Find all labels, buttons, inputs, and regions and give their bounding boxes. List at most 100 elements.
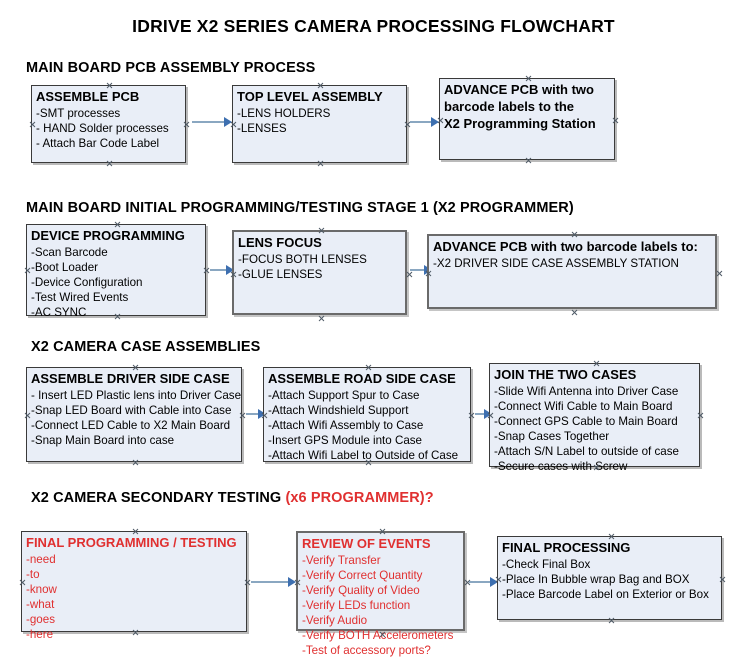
connection-handle-right[interactable] — [239, 412, 246, 419]
connection-handle-top[interactable] — [379, 528, 386, 535]
node-line: -Snap Cases Together — [494, 430, 610, 443]
node-join-the-two-cases[interactable]: JOIN THE TWO CASES -Slide Wifi Antenna i… — [487, 360, 700, 473]
node-assemble-pcb[interactable]: ASSEMBLE PCB -SMT processes - HAND Solde… — [31, 85, 186, 163]
node-line: -Scan Barcode — [31, 246, 108, 259]
connection-handle-right[interactable] — [697, 412, 704, 419]
connection-handle-top[interactable] — [132, 528, 139, 535]
connection-handle-left[interactable] — [487, 412, 494, 419]
connection-handle-top[interactable] — [317, 82, 324, 89]
node-advance-pcb-driver-side[interactable]: ADVANCE PCB with two barcode labels to: … — [427, 234, 717, 309]
node-line: -Place Barcode Label on Exterior or Box — [502, 588, 709, 601]
connection-handle-bottom[interactable] — [525, 157, 532, 164]
node-line: - Insert LED Plastic lens into Driver Ca… — [31, 389, 242, 402]
node-assemble-road-side-case[interactable]: ASSEMBLE ROAD SIDE CASE -Attach Support … — [263, 367, 471, 462]
section-header-main-board-pcb-assembly: MAIN BOARD PCB ASSEMBLY PROCESS — [26, 60, 315, 76]
connection-handle-top[interactable] — [608, 533, 615, 540]
connector-device-programming-to-lens-focus — [210, 269, 230, 271]
connection-handle-top[interactable] — [106, 82, 113, 89]
connection-handle-left[interactable] — [19, 579, 26, 586]
section-header-main-board-initial-programming: MAIN BOARD INITIAL PROGRAMMING/TESTING S… — [26, 200, 574, 216]
connection-handle-left[interactable] — [294, 579, 301, 586]
connection-handle-left[interactable] — [437, 117, 444, 124]
connection-handle-bottom[interactable] — [365, 459, 372, 466]
connection-handle-bottom[interactable] — [608, 617, 615, 624]
connection-handle-top[interactable] — [114, 221, 121, 228]
connection-handle-left[interactable] — [495, 576, 502, 583]
node-line: -Insert GPS Module into Case — [268, 434, 423, 447]
connection-handle-bottom[interactable] — [318, 315, 325, 322]
connection-handle-left[interactable] — [29, 121, 36, 128]
connection-handle-top[interactable] — [365, 364, 372, 371]
connection-handle-right[interactable] — [719, 576, 726, 583]
node-line: - Attach Bar Code Label — [36, 137, 160, 150]
node-line: -Verify Transfer — [302, 554, 381, 567]
node-line: -Attach Windshield Support — [268, 404, 409, 417]
node-line: barcode labels to the — [444, 99, 575, 114]
connection-handle-bottom[interactable] — [114, 313, 121, 320]
node-line: -goes — [26, 613, 56, 626]
node-title: ASSEMBLE ROAD SIDE CASE — [268, 371, 456, 386]
node-line: -Verify LEDs function — [302, 599, 411, 612]
node-line-overflow: -Test of accessory ports? — [302, 644, 431, 657]
connection-handle-right[interactable] — [612, 117, 619, 124]
connection-handle-bottom[interactable] — [379, 631, 386, 638]
node-line: -Connect LED Cable to X2 Main Board — [31, 419, 231, 432]
node-line: -Snap LED Board with Cable into Case — [31, 404, 232, 417]
connection-handle-top[interactable] — [525, 75, 532, 82]
node-line: -AC SYNC — [31, 306, 87, 319]
arrowhead-icon — [490, 577, 498, 587]
connection-handle-bottom[interactable] — [593, 464, 600, 471]
node-line: -FOCUS BOTH LENSES — [238, 253, 367, 266]
node-line: -Verify Correct Quantity — [302, 569, 423, 582]
connection-handle-bottom[interactable] — [317, 160, 324, 167]
connection-handle-top[interactable] — [571, 231, 578, 238]
node-advance-pcb-programming-station[interactable]: ADVANCE PCB with two barcode labels to t… — [439, 78, 615, 160]
connection-handle-bottom[interactable] — [571, 309, 578, 316]
node-assemble-driver-side-case[interactable]: ASSEMBLE DRIVER SIDE CASE - Insert LED P… — [26, 367, 242, 462]
connection-handle-top[interactable] — [132, 364, 139, 371]
connection-handle-right[interactable] — [716, 270, 723, 277]
connection-handle-bottom[interactable] — [106, 160, 113, 167]
connection-handle-left[interactable] — [24, 412, 31, 419]
connection-handle-left[interactable] — [230, 121, 237, 128]
node-title: ASSEMBLE DRIVER SIDE CASE — [31, 371, 230, 386]
section-header-text: X2 CAMERA SECONDARY TESTING — [31, 490, 286, 506]
node-top-level-assembly[interactable]: TOP LEVEL ASSEMBLY -LENS HOLDERS -LENSES — [232, 85, 407, 163]
section-header-x2-camera-case-assemblies: X2 CAMERA CASE ASSEMBLIES — [31, 339, 260, 355]
node-line: -Verify Audio — [302, 614, 368, 627]
node-review-of-events[interactable]: REVIEW OF EVENTS -Verify Transfer -Verif… — [294, 528, 465, 657]
connection-handle-left[interactable] — [261, 412, 268, 419]
connection-handle-left[interactable] — [230, 271, 237, 278]
connection-handle-right[interactable] — [183, 121, 190, 128]
node-title: FINAL PROCESSING — [502, 540, 631, 555]
section-header-text: MAIN BOARD INITIAL PROGRAMMING/TESTING S… — [26, 200, 574, 216]
node-lens-focus[interactable]: LENS FOCUS -FOCUS BOTH LENSES -GLUE LENS… — [232, 230, 407, 315]
node-line: -Verify BOTH Accelerometers — [302, 629, 454, 642]
node-final-programming-testing[interactable]: FINAL PROGRAMMING / TESTING -need -to -k… — [19, 528, 247, 641]
connection-handle-top[interactable] — [593, 360, 600, 367]
connection-handle-left[interactable] — [425, 270, 432, 277]
connection-handle-bottom[interactable] — [132, 629, 139, 636]
node-line: -Slide Wifi Antenna into Driver Case — [494, 385, 679, 398]
node-line: -here — [26, 628, 54, 641]
node-title: JOIN THE TWO CASES — [494, 367, 637, 382]
connection-handle-right[interactable] — [203, 267, 210, 274]
node-line: -Snap Main Board into case — [31, 434, 175, 447]
section-header-accent: (x6 PROGRAMMER)? — [285, 490, 434, 506]
node-line: -Place In Bubble wrap Bag and BOX — [502, 573, 690, 586]
connection-handle-left[interactable] — [24, 267, 31, 274]
node-line: -GLUE LENSES — [238, 268, 323, 281]
node-line: -Verify Quality of Video — [302, 584, 420, 597]
node-line: -Connect GPS Cable to Main Board — [494, 415, 678, 428]
node-line: -Boot Loader — [31, 261, 99, 274]
connection-handle-right[interactable] — [468, 412, 475, 419]
node-device-programming[interactable]: DEVICE PROGRAMMING -Scan Barcode -Boot L… — [24, 221, 206, 319]
node-line: X2 Programming Station — [444, 116, 596, 131]
node-final-processing[interactable]: FINAL PROCESSING -Check Final Box -Place… — [497, 536, 722, 620]
connector-top-level-to-advance-pcb — [410, 121, 435, 123]
connection-handle-top[interactable] — [318, 227, 325, 234]
connection-handle-right[interactable] — [406, 271, 413, 278]
connection-handle-bottom[interactable] — [132, 459, 139, 466]
page-title: IDRIVE X2 SERIES CAMERA PROCESSING FLOWC… — [132, 16, 615, 36]
connection-handle-right[interactable] — [244, 579, 251, 586]
